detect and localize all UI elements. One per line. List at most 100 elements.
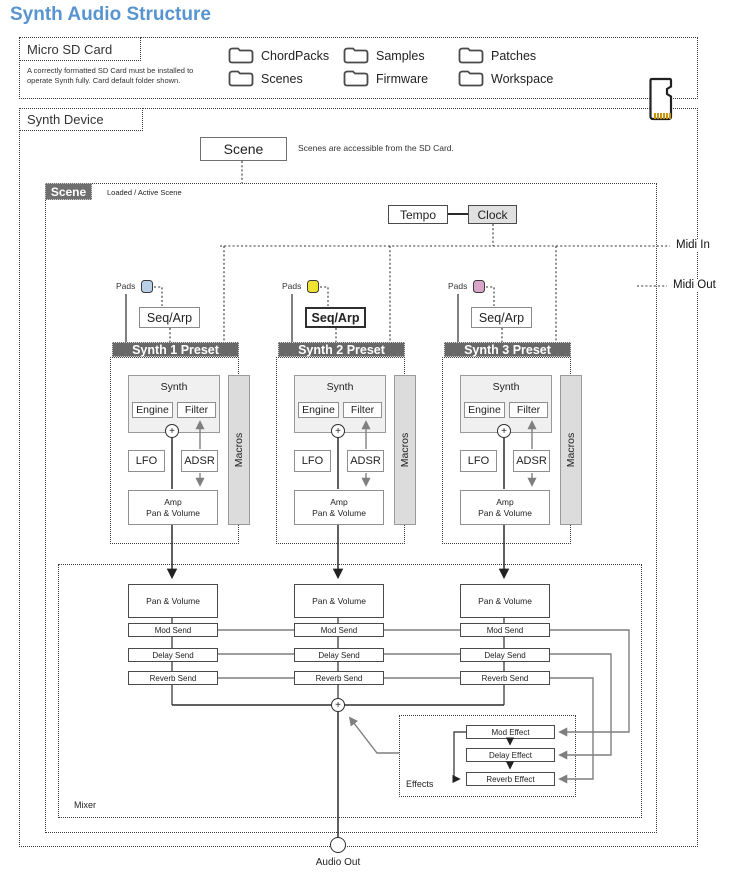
mixer-pan-volume: Pan & Volume bbox=[294, 584, 384, 618]
folder-label: Firmware bbox=[376, 71, 429, 86]
folder-chordpacks: ChordPacks bbox=[228, 47, 329, 64]
delay-send: Delay Send bbox=[460, 648, 550, 662]
mod-send: Mod Send bbox=[460, 623, 550, 637]
mod-send: Mod Send bbox=[294, 623, 384, 637]
synth-title: Synth bbox=[160, 381, 188, 393]
page-title: Synth Audio Structure bbox=[10, 4, 211, 25]
amp-line2: Pan & Volume bbox=[312, 507, 366, 518]
synth-device-section bbox=[19, 108, 698, 847]
reverb-effect: Reverb Effect bbox=[466, 772, 555, 786]
macros-bar: Macros bbox=[394, 375, 416, 525]
macros-bar: Macros bbox=[228, 375, 250, 525]
micro-sd-card-section bbox=[19, 37, 698, 99]
delay-effect: Delay Effect bbox=[466, 748, 555, 762]
folder-icon bbox=[343, 70, 369, 87]
reverb-send: Reverb Send bbox=[294, 671, 384, 685]
micro-sd-card-label: Micro SD Card bbox=[19, 37, 141, 61]
macros-bar: Macros bbox=[560, 375, 582, 525]
amp-box: Amp Pan & Volume bbox=[460, 490, 550, 525]
amp-line2: Pan & Volume bbox=[478, 507, 532, 518]
sum-node: + bbox=[331, 424, 345, 438]
amp-line2: Pan & Volume bbox=[146, 507, 200, 518]
folder-label: ChordPacks bbox=[261, 48, 330, 63]
folder-icon bbox=[458, 47, 484, 64]
amp-line1: Amp bbox=[496, 496, 514, 507]
folder-icon bbox=[228, 70, 254, 87]
sum-node: + bbox=[497, 424, 511, 438]
scene-file-box: Scene bbox=[200, 137, 287, 161]
folder-scenes: Scenes bbox=[228, 70, 303, 87]
amp-box: Amp Pan & Volume bbox=[128, 490, 218, 525]
preset-header: Synth 2 Preset bbox=[278, 342, 405, 357]
engine-box: Engine bbox=[298, 402, 339, 418]
synth-device-label: Synth Device bbox=[19, 108, 143, 131]
pad-swatch bbox=[141, 280, 153, 293]
seq-arp-box: Seq/Arp bbox=[471, 307, 532, 328]
sd-card-note: A correctly formatted SD Card must be in… bbox=[27, 66, 222, 86]
engine-box: Engine bbox=[132, 402, 173, 418]
audio-out-label: Audio Out bbox=[315, 857, 361, 868]
folder-icon bbox=[343, 47, 369, 64]
mixer-section bbox=[58, 564, 642, 818]
audio-out-node bbox=[330, 837, 346, 853]
folder-label: Workspace bbox=[491, 71, 554, 86]
mod-send: Mod Send bbox=[128, 623, 218, 637]
synth-title: Synth bbox=[492, 381, 520, 393]
filter-box: Filter bbox=[343, 402, 382, 418]
scene-caption: Loaded / Active Scene bbox=[107, 188, 182, 197]
seq-arp-box: Seq/Arp bbox=[305, 307, 366, 328]
preset-header: Synth 1 Preset bbox=[112, 342, 239, 357]
scene-tab: Scene bbox=[45, 183, 92, 200]
effects-label: Effects bbox=[406, 779, 434, 789]
adsr-box: ADSR bbox=[347, 450, 384, 472]
mixer-label: Mixer bbox=[74, 800, 96, 810]
pad-swatch bbox=[307, 280, 319, 293]
folder-samples: Samples bbox=[343, 47, 425, 64]
mixer-pan-volume: Pan & Volume bbox=[460, 584, 550, 618]
folder-label: Patches bbox=[491, 48, 537, 63]
synth-title: Synth bbox=[326, 381, 354, 393]
sd-card-note-line1: A correctly formatted SD Card must be in… bbox=[27, 66, 194, 75]
pads-label: Pads bbox=[282, 281, 302, 291]
amp-line1: Amp bbox=[164, 496, 182, 507]
folder-icon bbox=[228, 47, 254, 64]
filter-box: Filter bbox=[509, 402, 548, 418]
lfo-box: LFO bbox=[294, 450, 331, 472]
mixer-pan-volume: Pan & Volume bbox=[128, 584, 218, 618]
pads-label: Pads bbox=[448, 281, 468, 291]
lfo-box: LFO bbox=[128, 450, 165, 472]
reverb-send: Reverb Send bbox=[128, 671, 218, 685]
sd-card-note-line2: operate Synth fully. Card default folder… bbox=[27, 76, 181, 85]
pads-label: Pads bbox=[116, 281, 136, 291]
folder-patches: Patches bbox=[458, 47, 536, 64]
macros-label: Macros bbox=[233, 432, 245, 468]
seq-arp-box: Seq/Arp bbox=[139, 307, 200, 328]
lfo-box: LFO bbox=[460, 450, 497, 472]
folder-label: Scenes bbox=[261, 71, 303, 86]
pad-swatch bbox=[473, 280, 485, 293]
macros-label: Macros bbox=[399, 432, 411, 468]
micro-sd-card-icon bbox=[649, 77, 673, 121]
delay-send: Delay Send bbox=[128, 648, 218, 662]
clock-box: Clock bbox=[468, 205, 517, 224]
mod-effect: Mod Effect bbox=[466, 725, 555, 739]
sum-node: + bbox=[165, 424, 179, 438]
preset-header: Synth 3 Preset bbox=[444, 342, 571, 357]
tempo-box: Tempo bbox=[388, 205, 448, 224]
scene-section bbox=[45, 183, 657, 833]
amp-box: Amp Pan & Volume bbox=[294, 490, 384, 525]
folder-label: Samples bbox=[376, 48, 425, 63]
engine-box: Engine bbox=[464, 402, 505, 418]
folder-workspace: Workspace bbox=[458, 70, 553, 87]
mixer-sum-node: + bbox=[331, 698, 345, 712]
macros-label: Macros bbox=[565, 432, 577, 468]
reverb-send: Reverb Send bbox=[460, 671, 550, 685]
scene-file-caption: Scenes are accessible from the SD Card. bbox=[298, 143, 454, 153]
midi-out-label: Midi Out bbox=[670, 279, 719, 291]
folder-icon bbox=[458, 70, 484, 87]
folder-firmware: Firmware bbox=[343, 70, 428, 87]
adsr-box: ADSR bbox=[181, 450, 218, 472]
adsr-box: ADSR bbox=[513, 450, 550, 472]
filter-box: Filter bbox=[177, 402, 216, 418]
